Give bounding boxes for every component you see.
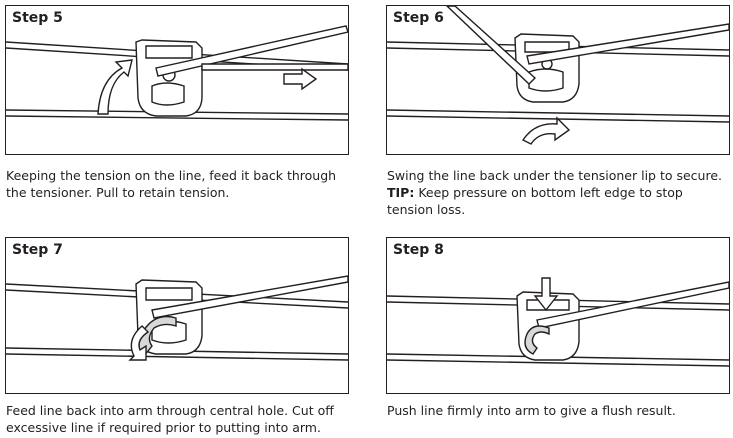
step-6-caption-line-1: Swing the line back under the tensioner … bbox=[387, 168, 723, 183]
tip-label: TIP: bbox=[387, 185, 415, 200]
step-6-caption: Swing the line back under the tensioner … bbox=[387, 167, 722, 218]
step-7-caption-line-2: excessive line if required prior to putt… bbox=[6, 420, 321, 435]
step-6-tip-line: TIP: Keep pressure on bottom left edge t… bbox=[387, 184, 722, 201]
step-7-caption-line-1: Feed line back into arm through central … bbox=[6, 403, 334, 418]
step-5-illustration bbox=[6, 25, 348, 121]
step-7-label: Step 7 bbox=[10, 241, 65, 259]
step-8-caption: Push line firmly into arm to give a flus… bbox=[387, 402, 676, 419]
step-7-panel: Step 7 bbox=[5, 237, 349, 394]
step-8-panel: Step 8 bbox=[386, 237, 730, 394]
step-6-tip-line-2: tension loss. bbox=[387, 202, 466, 217]
step-5-label: Step 5 bbox=[10, 9, 65, 27]
step-7-illustration bbox=[6, 275, 348, 361]
tip-text: Keep pressure on bottom left edge to sto… bbox=[414, 185, 683, 200]
step-5-caption-line-1: Keeping the tension on the line, feed it… bbox=[6, 168, 337, 183]
step-7-caption: Feed line back into arm through central … bbox=[6, 402, 334, 436]
step-6-panel: Step 6 bbox=[386, 5, 730, 155]
step-8-label: Step 8 bbox=[391, 241, 446, 259]
step-8-caption-line-1: Push line firmly into arm to give a flus… bbox=[387, 403, 676, 418]
step-6-label: Step 6 bbox=[391, 9, 446, 27]
step-5-caption: Keeping the tension on the line, feed it… bbox=[6, 167, 336, 201]
step-5-panel: Step 5 bbox=[5, 5, 349, 155]
step-5-caption-line-2: the tensioner. Pull to retain tension. bbox=[6, 185, 230, 200]
step-8-illustration bbox=[387, 277, 729, 367]
step-6-illustration bbox=[387, 6, 729, 145]
